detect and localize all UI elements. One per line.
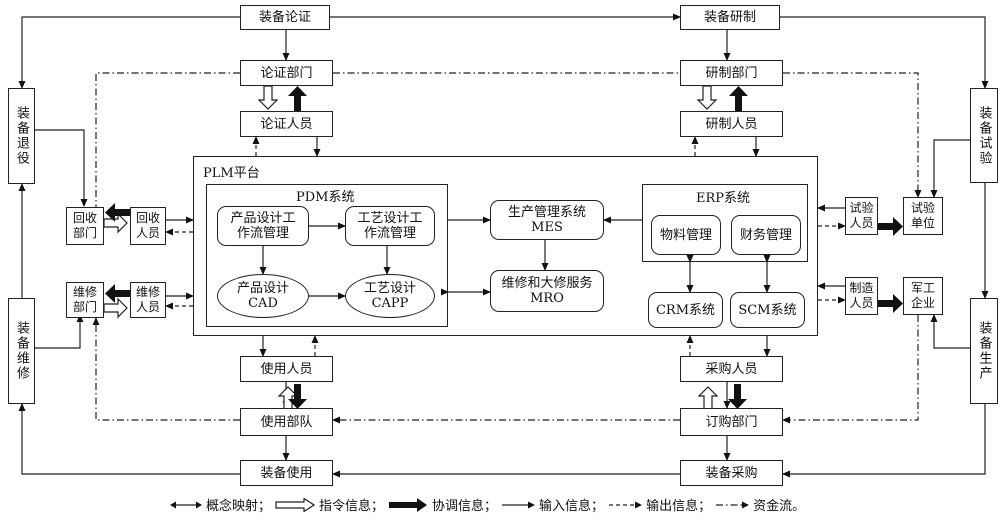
plm-platform-title: PLM平台 bbox=[201, 162, 262, 181]
erp-system-frame bbox=[642, 184, 808, 262]
pdm-system-frame bbox=[206, 184, 448, 327]
product-design-workflow-box: 产品设计工作流管理 bbox=[217, 206, 309, 246]
mes-box: 生产管理系统 MES bbox=[490, 200, 604, 240]
rd-dept-box: 研制部门 bbox=[680, 60, 783, 86]
process-design-workflow-box: 工艺设计工作流管理 bbox=[345, 206, 435, 246]
test-staff-box: 试验人员 bbox=[845, 197, 878, 235]
maint-staff-box: 维修人员 bbox=[130, 282, 166, 318]
legend: 概念映射； 指令信息； 协调信息； 输入信息； 输出信息； 资金流。 bbox=[170, 495, 805, 514]
plm-platform-frame bbox=[193, 156, 818, 336]
legend-coord: 协调信息； bbox=[432, 499, 498, 514]
use-troop-box: 使用部队 bbox=[240, 408, 333, 436]
equip-test-box: 装备试验 bbox=[970, 88, 998, 183]
capp-label: 工艺设计 bbox=[363, 281, 416, 296]
mes-label: 生产管理系统 bbox=[507, 205, 586, 220]
legend-concept: 概念映射； bbox=[206, 499, 272, 514]
capp-ellipse: 工艺设计 CAPP bbox=[345, 274, 435, 318]
material-mgmt-box: 物料管理 bbox=[651, 215, 721, 255]
mfg-staff-box: 制造人员 bbox=[845, 277, 878, 315]
finance-mgmt-box: 财务管理 bbox=[731, 215, 801, 255]
erp-system-title: ERP系统 bbox=[694, 187, 753, 206]
input-legend-icon bbox=[502, 501, 536, 508]
procurement-staff-box: 采购人员 bbox=[680, 356, 783, 382]
legend-fund: 资金流。 bbox=[753, 499, 806, 514]
mro-label: 维修和大修服务 bbox=[501, 276, 593, 291]
concept-mapping-legend-icon bbox=[170, 501, 202, 508]
equip-production-box: 装备生产 bbox=[970, 298, 998, 404]
mes-abbr: MES bbox=[531, 220, 563, 235]
cad-label: 产品设计 bbox=[236, 281, 289, 296]
equip-maint-box: 装备维修 bbox=[8, 298, 35, 404]
rd-staff-box: 研制人员 bbox=[680, 111, 783, 137]
cad-ellipse: 产品设计 CAD bbox=[217, 274, 309, 318]
military-enterprise-box: 军工企业 bbox=[903, 277, 943, 315]
scm-system-box: SCM系统 bbox=[730, 292, 805, 328]
command-legend-icon bbox=[275, 497, 316, 512]
equip-procurement-box: 装备采购 bbox=[680, 460, 783, 486]
output-legend-icon bbox=[609, 501, 643, 508]
legend-command: 指令信息； bbox=[319, 499, 385, 514]
crm-system-box: CRM系统 bbox=[648, 292, 723, 328]
equip-use-box: 装备使用 bbox=[240, 460, 333, 486]
recycle-staff-box: 回收人员 bbox=[130, 207, 166, 245]
mro-abbr: MRO bbox=[530, 291, 564, 306]
test-unit-box: 试验单位 bbox=[903, 197, 943, 235]
equip-retire-box: 装备退役 bbox=[8, 88, 35, 184]
fund-flow-legend-icon bbox=[716, 501, 750, 508]
capp-abbr: CAPP bbox=[371, 296, 409, 311]
use-staff-box: 使用人员 bbox=[240, 356, 333, 382]
demo-staff-box: 论证人员 bbox=[240, 111, 333, 137]
pdm-system-title: PDM系统 bbox=[294, 186, 357, 205]
legend-output: 输出信息； bbox=[646, 499, 712, 514]
cad-abbr: CAD bbox=[248, 296, 278, 311]
maint-dept-box: 维修部门 bbox=[66, 282, 104, 318]
equip-development-box: 装备研制 bbox=[680, 5, 780, 30]
order-dept-box: 订购部门 bbox=[680, 408, 783, 436]
demo-dept-box: 论证部门 bbox=[240, 60, 333, 86]
equip-demonstration-box: 装备论证 bbox=[240, 5, 330, 30]
legend-input: 输入信息； bbox=[539, 499, 605, 514]
mro-box: 维修和大修服务 MRO bbox=[490, 270, 604, 312]
recycle-dept-box: 回收部门 bbox=[66, 207, 104, 245]
coordination-legend-icon bbox=[389, 497, 428, 512]
